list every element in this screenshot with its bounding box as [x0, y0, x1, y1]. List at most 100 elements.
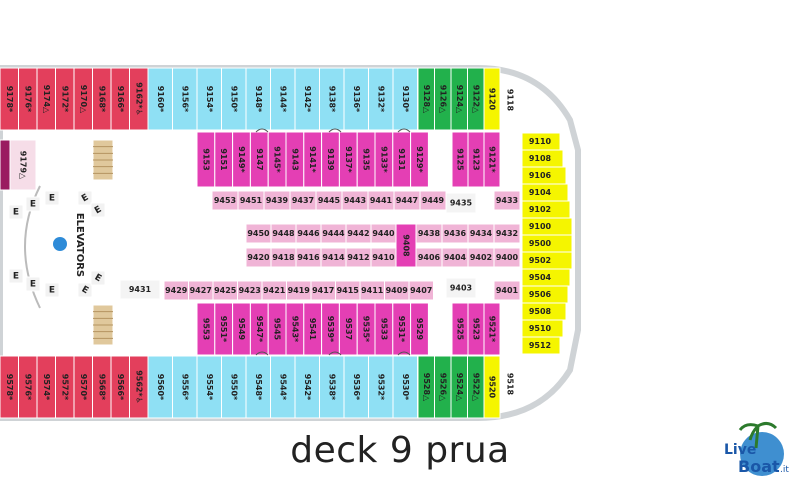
top-red-cabin-number: 9172*: [60, 86, 69, 113]
logo-text-suffix: .it: [780, 465, 789, 475]
bow-yellow-cabin-number: 9106: [529, 171, 552, 180]
elevator-letter: E: [93, 273, 103, 285]
upper-right-cabin-number: 9435: [450, 199, 473, 208]
bottom-blue-cabin-number: 9554*: [205, 374, 214, 401]
top-blue-cabin: [221, 67, 247, 131]
upper-magenta-cabin-number: 9147: [255, 148, 264, 170]
bottom-red-cabin-number: 9562*♿: [134, 370, 143, 404]
connecting-door-arc: [328, 351, 342, 356]
bow-yellow-cabin-number: 9102: [529, 205, 551, 214]
elevator-letter: E: [80, 193, 90, 205]
upper-magenta-cabin-number: 9131: [397, 148, 406, 171]
bottom-blue-cabin: [368, 355, 394, 419]
bottom-blue-cabin-number: 9560*: [156, 374, 165, 401]
left-dark-cabin: [0, 139, 11, 191]
lower-magenta-cabin-number: 9541: [308, 318, 317, 341]
elevator-letter: E: [80, 285, 90, 297]
lower-pair-cabin-number: 9525: [456, 318, 465, 341]
elevator-letter: E: [49, 286, 55, 296]
top-red-cabin-number: 9166*: [116, 86, 125, 113]
bottom-green-cabin-number: 9524△: [455, 373, 464, 402]
mid-right-top-cabin-number: 9434: [470, 229, 493, 238]
elevator-letter: E: [49, 194, 55, 204]
lower-left-cabin: [119, 279, 161, 300]
bow-yellow-cabin-number: 9104: [529, 188, 552, 197]
elevator-car: [44, 282, 60, 298]
mid-right-bottom-cabin-number: 9400: [496, 253, 519, 262]
bottom-red-cabin-number: 9576*: [23, 374, 32, 401]
elevator-car: [90, 270, 106, 286]
bottom-red-cabin-number: 9568*: [97, 374, 106, 401]
bow-yellow-cabin-number: 9502: [529, 256, 551, 265]
top-red-cabin-number: 9174△: [42, 85, 51, 114]
bottom-red-cabin-number: 9578*: [5, 374, 14, 401]
mid-right-bottom-cabin: [493, 247, 521, 268]
lower-left-cabin-number: 9431: [129, 285, 152, 294]
top-blue-cabin-number: 9138*: [327, 86, 336, 113]
mid-right-top-cabin-number: 9432: [496, 229, 518, 238]
bow-yellow-cabin-number: 9110: [529, 137, 552, 146]
mid-left-top-cabin-number: 9446: [297, 229, 320, 238]
bow-yellow-cabin-number: 9100: [529, 222, 552, 231]
mid-left-bottom-cabin-number: 9416: [297, 253, 320, 262]
elevator-car: [77, 190, 93, 206]
upper-right-cabin: [445, 192, 477, 214]
top-blue-cabin: [319, 67, 345, 131]
mid-left-bottom-cabin-number: 9414: [322, 253, 345, 262]
elevator-letter: E: [93, 205, 103, 217]
connecting-door-arc: [328, 128, 342, 133]
bottom-green-cabin-number: 9528△: [422, 373, 431, 402]
lower-pink-cabin-number: 9423: [239, 286, 261, 295]
bottom-blue-cabin: [196, 355, 222, 419]
upper-magenta-cabin-number: 9153: [201, 148, 210, 170]
lower-pink-cabin-number: 9407: [410, 286, 432, 295]
elevator-letter: E: [30, 200, 36, 210]
bottom-blue-cabin: [270, 355, 296, 419]
upper-pink-cabin-number: 9449: [422, 196, 445, 205]
top-blue-cabin: [196, 67, 222, 131]
lower-pink-cabin-number: 9411: [361, 286, 384, 295]
bottom-blue-cabin-number: 9556*: [180, 374, 189, 401]
upper-magenta-cabin-number: 9151: [219, 148, 228, 171]
globe-icon: [740, 432, 784, 476]
elevator-car: [90, 202, 106, 218]
cabin-layer: 9178*9176*9174△9172*9170△9168*9166*9162*…: [0, 67, 573, 419]
elevator-car: [8, 204, 24, 220]
upper-magenta-cabin-number: 9137*: [344, 146, 353, 173]
upper-magenta-cabin-number: 9149*: [237, 146, 246, 173]
top-red-cabin-number: 9178*: [5, 86, 14, 113]
lower-magenta-cabin-number: 9549: [237, 318, 246, 341]
bottom-red-cabin-number: 9570*: [79, 374, 88, 401]
lower-magenta-cabin-number: 9529: [415, 318, 424, 341]
connecting-door-arc: [255, 351, 269, 356]
upper-magenta-cabin-number: 9145*: [273, 146, 282, 173]
bottom-blue-cabin: [245, 355, 271, 419]
top-blue-cabin-number: 9130*: [401, 86, 410, 113]
bottom-blue-cabin-number: 9544*: [278, 374, 287, 401]
upper-pink-cabin-number: 9445: [318, 196, 341, 205]
upper-magenta-cabin-number: 9141*: [308, 146, 317, 173]
bottom-blue-cabin-number: 9530*: [401, 374, 410, 401]
upper-pink-cabin-number: 9441: [370, 196, 393, 205]
top-red-cabin-number: 9168*: [97, 86, 106, 113]
upper-magenta-cabin: [410, 131, 429, 188]
lower-right-cabin-number: 9403: [450, 284, 472, 293]
top-blue-cabin-number: 9142*: [303, 86, 312, 113]
top-yellow-cabin-number: 9120: [488, 88, 497, 111]
lower-magenta-cabin-number: 9551*: [219, 316, 228, 343]
bottom-blue-cabin-number: 9550*: [229, 374, 238, 401]
bow-yellow-cabin-number: 9500: [529, 239, 552, 248]
mid-left-top-cabin-number: 9442: [347, 229, 369, 238]
lower-right-cabin-number: 9401: [496, 286, 519, 295]
bow-yellow-cabin-number: 9504: [529, 273, 552, 282]
left-small-cabin: [9, 139, 37, 191]
lower-pink-cabin-number: 9429: [165, 286, 188, 295]
bottom-blue-cabin-number: 9532*: [376, 374, 385, 401]
top-blue-cabin-number: 9132*: [376, 86, 385, 113]
top-green-cabin-number: 9124△: [455, 85, 464, 114]
lower-right-cabin: [445, 277, 477, 299]
mid-left-top-cabin-number: 9448: [272, 229, 295, 238]
mid-left-top-cabin-number: 9450: [247, 229, 270, 238]
lower-magenta-cabin: [410, 302, 429, 356]
